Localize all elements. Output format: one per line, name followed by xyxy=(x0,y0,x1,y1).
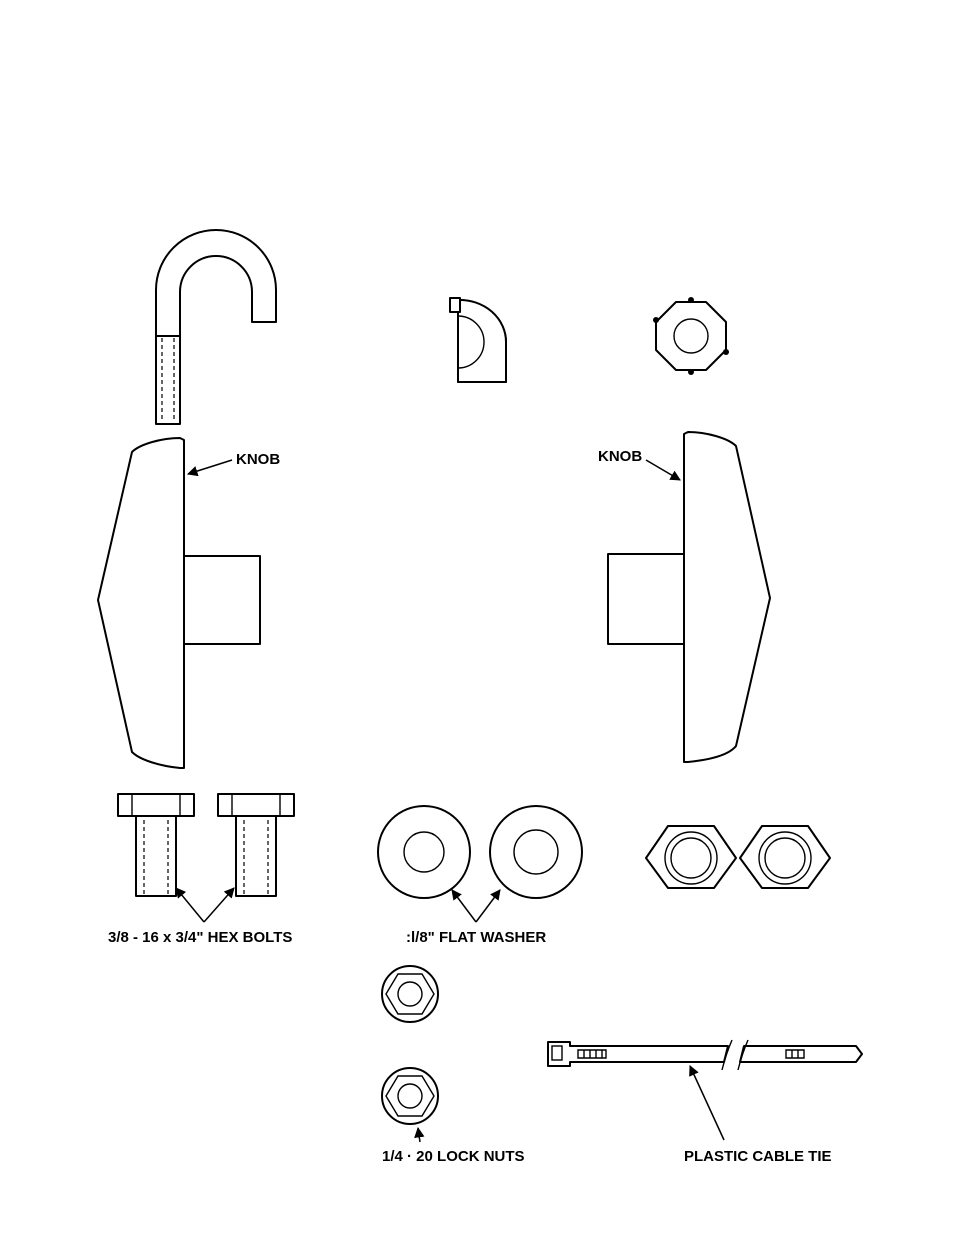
hex-bolt xyxy=(218,794,294,896)
knob-right xyxy=(608,432,770,762)
hex-lock-nut xyxy=(740,826,830,888)
small-lock-nut xyxy=(382,1068,438,1124)
hex-lock-nut xyxy=(646,826,736,888)
lock-nuts-label: 1/4 · 20 LOCK NUTS xyxy=(382,1128,525,1165)
svg-text:3/8 - 16 x 3/4" HEX BOLTS: 3/8 - 16 x 3/4" HEX BOLTS xyxy=(108,929,292,946)
flat-washer xyxy=(490,806,582,898)
svg-text::l/8" FLAT WASHER: :l/8" FLAT WASHER xyxy=(406,929,546,946)
cable-tie-label: PLASTIC CABLE TIE xyxy=(684,1066,832,1165)
small-lock-nut xyxy=(382,966,438,1022)
svg-text:PLASTIC CABLE TIE: PLASTIC CABLE TIE xyxy=(684,1148,832,1165)
half-clip xyxy=(450,298,506,382)
plastic-cable-tie xyxy=(548,1040,862,1070)
wing-nut-small xyxy=(653,297,729,375)
knob-left-label: KNOB xyxy=(188,451,280,474)
knob-right-label: KNOB xyxy=(598,448,680,480)
knob-left xyxy=(98,438,260,768)
hex-bolt xyxy=(118,794,194,896)
svg-text:KNOB: KNOB xyxy=(236,451,280,468)
j-bolt xyxy=(156,230,276,424)
svg-text:1/4 · 20 LOCK NUTS: 1/4 · 20 LOCK NUTS xyxy=(382,1148,525,1165)
flat-washer xyxy=(378,806,470,898)
svg-text:KNOB: KNOB xyxy=(598,448,642,465)
